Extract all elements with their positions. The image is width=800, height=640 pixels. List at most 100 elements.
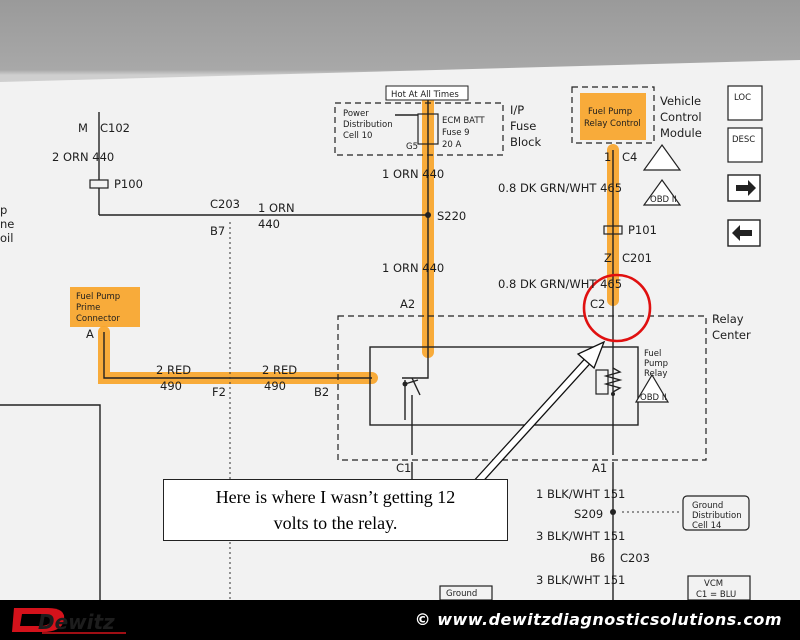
a-label: A [86, 327, 94, 341]
c1-label: C1 [396, 461, 411, 475]
fp-relay-label-3: Relay [644, 369, 667, 379]
fuse-symbol [417, 113, 439, 145]
wire-blk151-c: 3 BLK/WHT 151 [536, 573, 625, 587]
a2-label: A2 [400, 297, 415, 311]
wiring-diagram: M C102 2 ORN 440 P100 C203 B7 1 ORN 440 … [0, 60, 800, 601]
b6-label: B6 [590, 551, 605, 565]
prime-connector-3: Connector [76, 314, 120, 324]
wire-blk151-a: 1 BLK/WHT 151 [536, 487, 625, 501]
ground-dist-1: Ground [692, 501, 723, 511]
ground-dist-3: Cell 14 [692, 521, 721, 531]
z-label: Z [604, 251, 612, 265]
wire-490-left: 490 [160, 379, 182, 393]
wire-grn465-upper: 0.8 DK GRN/WHT 465 [498, 181, 622, 195]
wire-red-left: 2 RED [156, 363, 191, 377]
ip-fuse-3: Block [510, 135, 541, 149]
p100-connector [89, 179, 109, 189]
c4-label: C4 [622, 150, 637, 164]
p100-label: P100 [114, 177, 143, 191]
obd-ii-icon [642, 178, 682, 206]
power-dist-2: Distribution [343, 120, 393, 130]
c102-label: C102 [100, 121, 130, 135]
relay-center-1: Relay [712, 312, 744, 326]
wire-blk151-b: 3 BLK/WHT 151 [536, 529, 625, 543]
obd-relay-label: OBD II [640, 393, 667, 403]
p101-connector [603, 225, 623, 235]
ip-fuse-1: I/P [510, 103, 524, 117]
esd-warning-icon [642, 143, 682, 171]
s209-splice [610, 509, 616, 515]
desc-label: DESC [732, 135, 755, 145]
fuse-label-3: 20 A [442, 140, 462, 150]
f2-label: F2 [212, 385, 226, 399]
wire-red-right: 2 RED [262, 363, 297, 377]
hot-at-all-times: Hot At All Times [391, 90, 459, 100]
a1-label: A1 [592, 461, 607, 475]
c203-label: C203 [210, 197, 240, 211]
pin-1-label: 1 [604, 150, 611, 164]
power-dist-3: Cell 10 [343, 131, 372, 141]
fp-relay-ctrl-2: Relay Control [584, 119, 641, 129]
side-icons [634, 85, 763, 403]
left-fragment-1: p [0, 203, 7, 217]
fp-relay-label-2: Pump [644, 359, 668, 369]
paper-sheet [0, 60, 800, 600]
footer-bar: Dewitz © www.dewitzdiagnosticsolutions.c… [0, 600, 800, 640]
ip-fuse-block-box [334, 102, 504, 156]
diagram-page: M C102 2 ORN 440 P100 C203 B7 1 ORN 440 … [0, 60, 800, 601]
fuse-label-2: Fuse 9 [442, 128, 470, 138]
s220-label: S220 [437, 209, 466, 223]
b7-label: B7 [210, 224, 225, 238]
c203b-label: C203 [620, 551, 650, 565]
left-fragment-3: oil [0, 231, 13, 245]
fp-relay-label-1: Fuel [644, 349, 661, 359]
vcm-connector-box [571, 86, 655, 144]
vcm-label-1: Vehicle [660, 94, 701, 108]
desc-icon [727, 127, 763, 163]
ip-fuse-2: Fuse [510, 119, 536, 133]
left-fragment-2: ne [0, 217, 14, 231]
wire-orn440-lower: 1 ORN 440 [382, 261, 444, 275]
callout-line-1: Here is where I wasn’t getting 12 [215, 487, 456, 507]
m-label: M [78, 121, 88, 135]
wire-orn440-upper: 1 ORN 440 [382, 167, 444, 181]
vcm-label-3: Module [660, 126, 702, 140]
wire-490-right: 490 [264, 379, 286, 393]
obd-ii-relay-icon [634, 373, 670, 403]
copyright-text: © www.dewitzdiagnosticsolutions.com [414, 610, 782, 629]
ground-distribution-box [682, 495, 750, 531]
c201-label: C201 [622, 251, 652, 265]
ground-dist-2: Distribution [692, 511, 742, 521]
prime-connector-2: Prime [76, 303, 100, 313]
s209-label: S209 [574, 507, 603, 521]
problem-circle [582, 273, 652, 343]
p101-label: P101 [628, 223, 657, 237]
obd-label: OBD II [650, 195, 677, 205]
g5-label: G5 [406, 142, 418, 152]
fuse-label-1: ECM BATT [442, 116, 485, 126]
logo-text: Dewitz [38, 610, 115, 634]
loc-label: LOC [734, 93, 751, 103]
ground-bottom: Ground [446, 589, 477, 599]
callout-box: Here is where I wasn’t getting 12 volts … [163, 479, 508, 541]
fuel-pump-relay-box [369, 346, 639, 426]
callout-line-2: volts to the relay. [273, 513, 398, 533]
power-dist-1: Power [343, 109, 369, 119]
vcm-label-2: Control [660, 110, 702, 124]
wire-grn465-lower: 0.8 DK GRN/WHT 465 [498, 277, 622, 291]
relay-center-2: Center [712, 328, 751, 342]
wire-orn440-left: 2 ORN 440 [52, 150, 114, 164]
prime-connector-1: Fuel Pump [76, 292, 120, 302]
dewitz-logo: Dewitz [12, 608, 126, 634]
s220-splice [425, 212, 431, 218]
vcm-box-1: VCM [704, 579, 723, 589]
wire-440-label: 440 [258, 217, 280, 231]
relay-center-box [337, 315, 707, 461]
loc-icon [727, 85, 763, 121]
vcm-box-2: C1 = BLU [696, 590, 736, 600]
c2-label: C2 [590, 297, 605, 311]
wire-1orn-label: 1 ORN [258, 201, 295, 215]
b2-label: B2 [314, 385, 329, 399]
fp-relay-ctrl-1: Fuel Pump [588, 107, 632, 117]
